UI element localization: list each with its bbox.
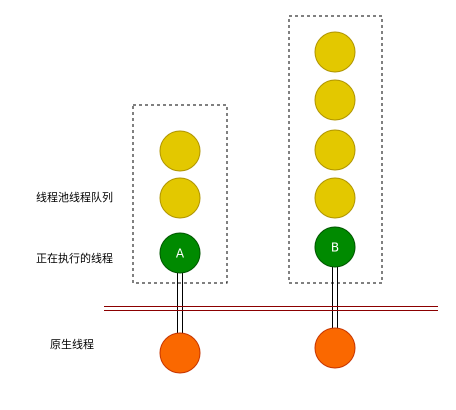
running-thread-a-label: A	[176, 247, 185, 261]
connector-b	[332, 266, 338, 330]
queued-thread-a-2	[159, 177, 201, 219]
running-thread-b-label: B	[331, 241, 339, 255]
kernel-divider	[104, 306, 438, 311]
running-thread-a	[159, 232, 201, 274]
pool-box-a	[132, 104, 228, 284]
running-thread-b	[314, 226, 356, 268]
connector-a	[177, 272, 183, 335]
native-thread-a	[159, 332, 201, 374]
native-label: 原生线程	[50, 338, 94, 351]
queued-thread-a-1	[159, 130, 201, 172]
queued-thread-b-3	[314, 129, 356, 171]
queue-label: 线程池线程队列	[36, 191, 113, 204]
running-label: 正在执行的线程	[36, 252, 113, 265]
native-thread-b	[314, 327, 356, 369]
queued-thread-b-1	[314, 31, 356, 73]
queued-thread-b-2	[314, 79, 356, 121]
queued-thread-b-4	[314, 177, 356, 219]
